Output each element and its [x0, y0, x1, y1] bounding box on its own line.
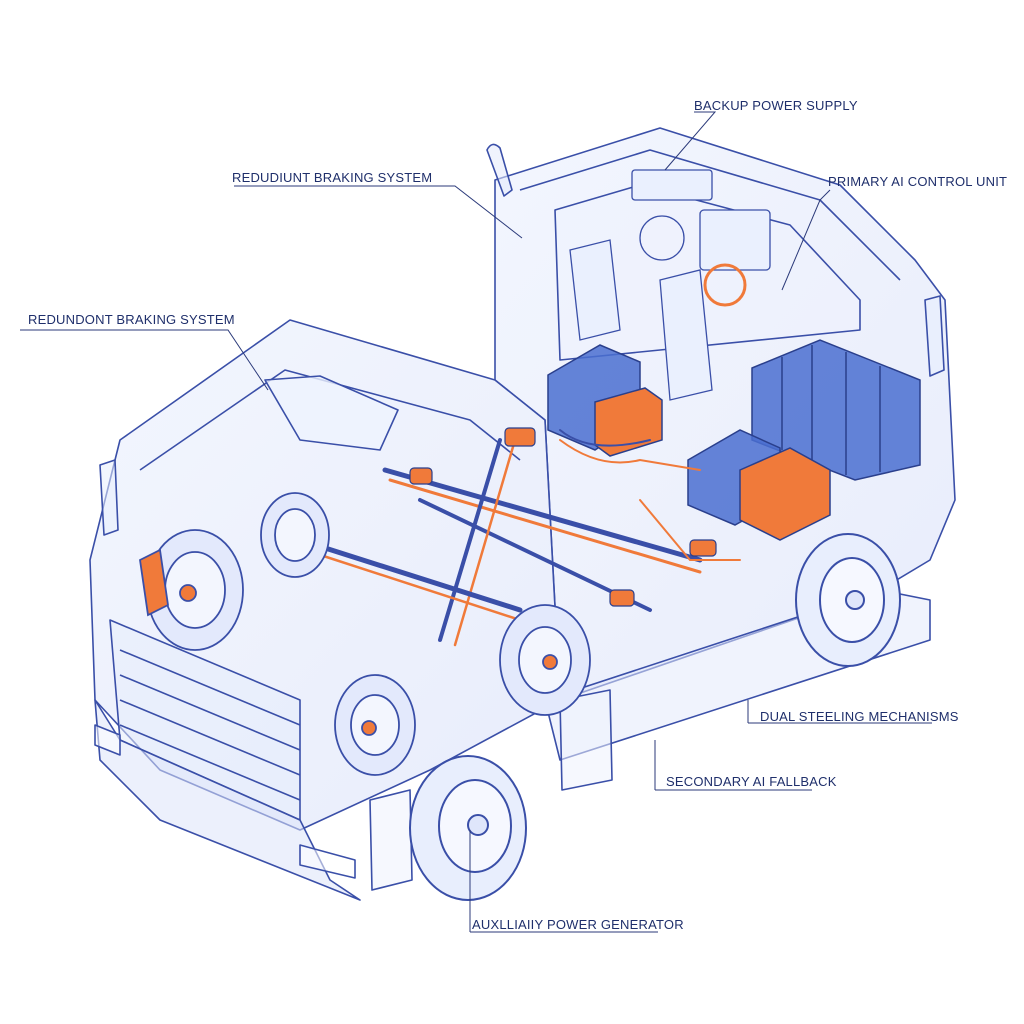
- drive-shafts: [297, 429, 741, 647]
- wheel-front: [409, 755, 527, 901]
- brake-discs: [139, 492, 591, 776]
- brake-disc-mid-right: [499, 604, 591, 716]
- callout-secondary-ai-fallback: SECONDARY AI FALLBACK: [666, 774, 837, 789]
- callout-redundant-braking-left: REDUNDONT BRAKING SYSTEM: [28, 312, 235, 327]
- wheels: [409, 533, 901, 901]
- brake-disc-front-left: [139, 529, 244, 651]
- cabin-interior: [569, 169, 771, 401]
- callout-dual-steering-mechanisms: DUAL STEELING MECHANISMS: [760, 709, 959, 724]
- battery-box-left: [547, 344, 663, 457]
- callout-primary-ai-control-unit: PRIMARY AI CONTROL UNIT: [828, 174, 1008, 189]
- callout-leader-lines: [20, 111, 932, 933]
- battery-box-right: [687, 429, 831, 541]
- brake-disc-front-right: [334, 674, 416, 776]
- battery-bank-rear: [751, 339, 921, 481]
- callout-backup-power-supply: BACKUP POWER SUPPLY: [694, 98, 858, 113]
- callout-redundant-braking-top: REDUDIUNT BRAKING SYSTEM: [232, 170, 433, 185]
- truck-body: [89, 127, 956, 901]
- brake-disc-mid-left: [260, 492, 330, 578]
- wheel-rear: [795, 533, 901, 667]
- callout-auxiliary-power-generator: AUXLLIAIIY POWER GENERATOR: [472, 917, 684, 932]
